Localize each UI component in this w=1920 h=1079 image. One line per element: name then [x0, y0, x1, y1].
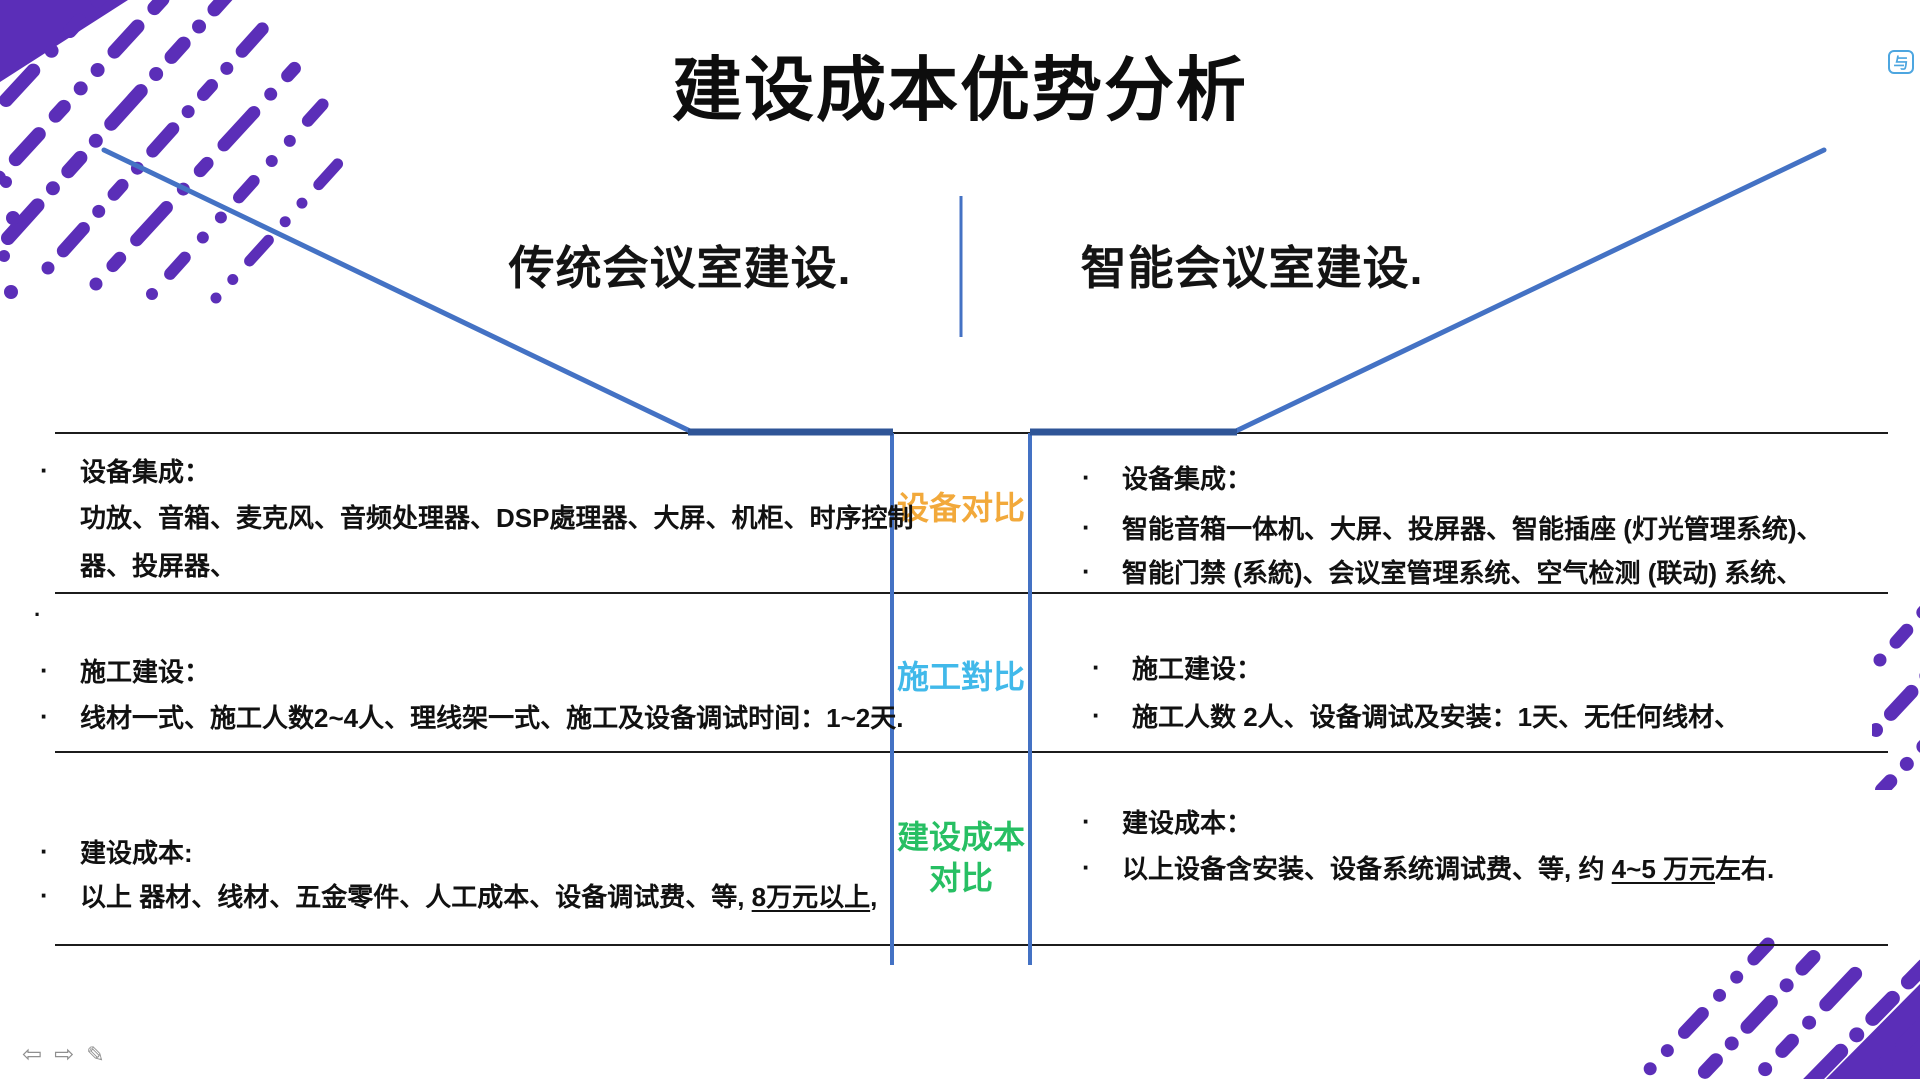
column-header-smart: 智能会议室建设. [1080, 242, 1424, 294]
bullet-icon: · [1092, 652, 1101, 682]
label-construction-comparison: 施工對比 [896, 659, 1025, 695]
pencil-icon[interactable]: ✎ [86, 1041, 105, 1067]
right-row3-cost: ·以上设备含安装、设备系统调试费、等, 约 4~5 万元左右. [1082, 852, 1775, 884]
bullet-icon: · [40, 836, 49, 866]
bullet-icon: · [40, 655, 49, 685]
label-device-comparison: 设备对比 [896, 490, 1025, 526]
right-row2-heading: ·施工建设： [1092, 652, 1263, 684]
left-row3-heading: ·建设成本: [40, 836, 193, 868]
label-cost-comparison: 建设成本 对比 [896, 819, 1025, 896]
left-row2-heading: ·施工建设： [40, 655, 211, 687]
bottom-toolbar: ⇦ ⇨ ✎ [22, 1040, 105, 1069]
left-row1-line2: 功放、音箱、麦克风、音频处理器、DSP處理器、大屏、机柜、时序控制 [80, 503, 914, 533]
left-row2-line2: ·线材一式、施工人数2~4人、理线架一式、施工及设备调试时间：1~2天. [40, 701, 904, 733]
right-row1-line3: ·智能门禁 (系統)、会议室管理系统、空气检测 (联动) 系统、 [1082, 556, 1803, 588]
underlined-cost: 4~5 万元 [1611, 854, 1715, 884]
bullet-icon: · [1082, 512, 1091, 542]
bullet-icon: · [40, 880, 49, 910]
bullet-icon: · [1082, 852, 1091, 882]
right-row3-heading: ·建设成本： [1082, 806, 1253, 838]
bullet-icon: · [40, 701, 49, 731]
right-row1-heading: ·设备集成： [1082, 462, 1253, 494]
forward-arrow-icon[interactable]: ⇨ [54, 1041, 75, 1068]
left-row1-line3: 器、投屏器、 [80, 551, 237, 581]
left-row3-cost: ·以上 器材、线材、五金零件、人工成本、设备调试费、等, 8万元以上, [40, 880, 878, 912]
bullet-icon: · [1082, 462, 1091, 492]
right-row1-line2: ·智能音箱一体机、大屏、投屏器、智能插座 (灯光管理系统)、 [1082, 512, 1823, 544]
underlined-cost: 8万元以上 [751, 882, 871, 912]
column-header-traditional: 传统会议室建设. [508, 242, 852, 294]
stray-bullet: · [34, 602, 42, 627]
bullet-icon: · [40, 455, 49, 485]
back-arrow-icon[interactable]: ⇦ [22, 1041, 43, 1068]
bullet-icon: · [1082, 806, 1091, 836]
left-row1-heading: ·设备集成： [40, 455, 211, 487]
bullet-icon: · [1082, 556, 1091, 586]
slide-title: 建设成本优势分析 [672, 51, 1248, 129]
islide-logo-icon[interactable]: 与 [1888, 50, 1914, 74]
right-row2-line2: ·施工人数 2人、设备调试及安装：1天、无任何线材、 [1092, 700, 1741, 732]
bullet-icon: · [1092, 700, 1101, 730]
